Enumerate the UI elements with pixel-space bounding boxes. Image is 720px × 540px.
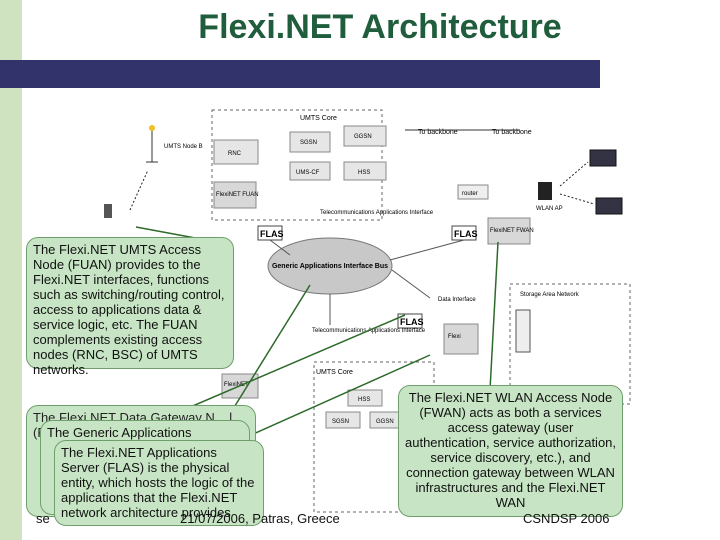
hss-label: HSS (358, 170, 370, 176)
wlan-ap-label: WLAN AP (536, 206, 563, 212)
connector-line (389, 239, 465, 261)
data-interface-label: Data Interface (438, 297, 476, 303)
hss-box (343, 161, 387, 181)
storage-cylinder (515, 309, 531, 353)
flas-label-mid: FLAS (400, 317, 424, 327)
footer-date-place: 21/07/2006, Patras, Greece (180, 511, 340, 526)
generic-applications-bus-label: Generic Applications Interface Bus (272, 263, 388, 270)
connector-line (391, 269, 431, 299)
laptop-icon-2 (595, 197, 623, 215)
umts-node-b-icon (146, 125, 158, 163)
wlan-ap-icon (538, 182, 552, 200)
laptop-icon-1 (589, 149, 617, 167)
callout-pointer (239, 354, 431, 441)
sgsn-box (289, 131, 331, 153)
callout-pointer (159, 314, 406, 421)
flex-server-box (443, 323, 479, 355)
wireless-link-1 (559, 161, 589, 187)
telecom-interface-top: Telecommunications Applications Interfac… (320, 210, 434, 216)
flexinet-fwan-box (487, 217, 531, 245)
rnc-box (213, 139, 259, 165)
umscf-box (289, 161, 331, 181)
sgsn-label: SGSN (300, 140, 317, 146)
umscf-label: UMS-CF (296, 170, 320, 176)
footer-prefix: se (36, 511, 50, 526)
to-backbone-1: To backbone (418, 129, 458, 136)
ggsn-bottom-label: GGSN (376, 419, 394, 425)
flexinet-bottom-label: FlexiNET (224, 382, 249, 388)
wireless-link-2 (559, 193, 595, 205)
umts-node-b-label: UMTS Node B (164, 144, 203, 150)
flexinet-fwan-label: FlexiNET FWAN (490, 228, 534, 234)
to-backbone-2: To backbone (492, 129, 532, 136)
connector-line (269, 239, 291, 256)
flexinet-fuan-box (213, 181, 257, 209)
flas-box-mid (397, 313, 423, 329)
mobile-phone-icon (104, 204, 112, 218)
flexinet-fuan-label: FlexiNET FUAN (216, 192, 259, 198)
architecture-diagram: UMTS Core To backbone To backbone UMTS N… (104, 109, 631, 513)
ggsn-box (343, 125, 387, 147)
flas-label-right: FLAS (454, 229, 478, 239)
storage-area-network-label: Storage Area Network (520, 292, 580, 298)
fwan-callout: The Flexi.NET WLAN Access Node (FWAN) ac… (398, 385, 623, 517)
umts-core-top-label: UMTS Core (300, 115, 337, 122)
radio-link (129, 169, 149, 211)
sgsn-bottom-label: SGSN (332, 419, 349, 425)
callout-pointer (489, 241, 499, 391)
flas-label-left: FLAS (260, 229, 284, 239)
ggsn-label: GGSN (354, 134, 372, 140)
umts-core-bottom-label: UMTS Core (316, 369, 353, 376)
rnc-label: RNC (228, 151, 242, 157)
fuan-callout: The Flexi.NET UMTS Access Node (FUAN) pr… (26, 237, 234, 377)
router-label: router (462, 191, 478, 197)
hss-bottom-label: HSS (358, 397, 370, 403)
title-underline-bar (0, 60, 600, 88)
footer-conference: CSNDSP 2006 (523, 511, 610, 526)
flex-server-label: Flexi (448, 334, 461, 340)
router-box (457, 184, 489, 200)
sgsn-bottom-box (325, 411, 361, 429)
flas-callout: The Flexi.NET Applications Server (FLAS)… (54, 440, 264, 526)
hss-bottom-box (347, 389, 383, 407)
left-accent-bar (0, 0, 22, 540)
slide-title: Flexi.NET Architecture (198, 8, 562, 46)
